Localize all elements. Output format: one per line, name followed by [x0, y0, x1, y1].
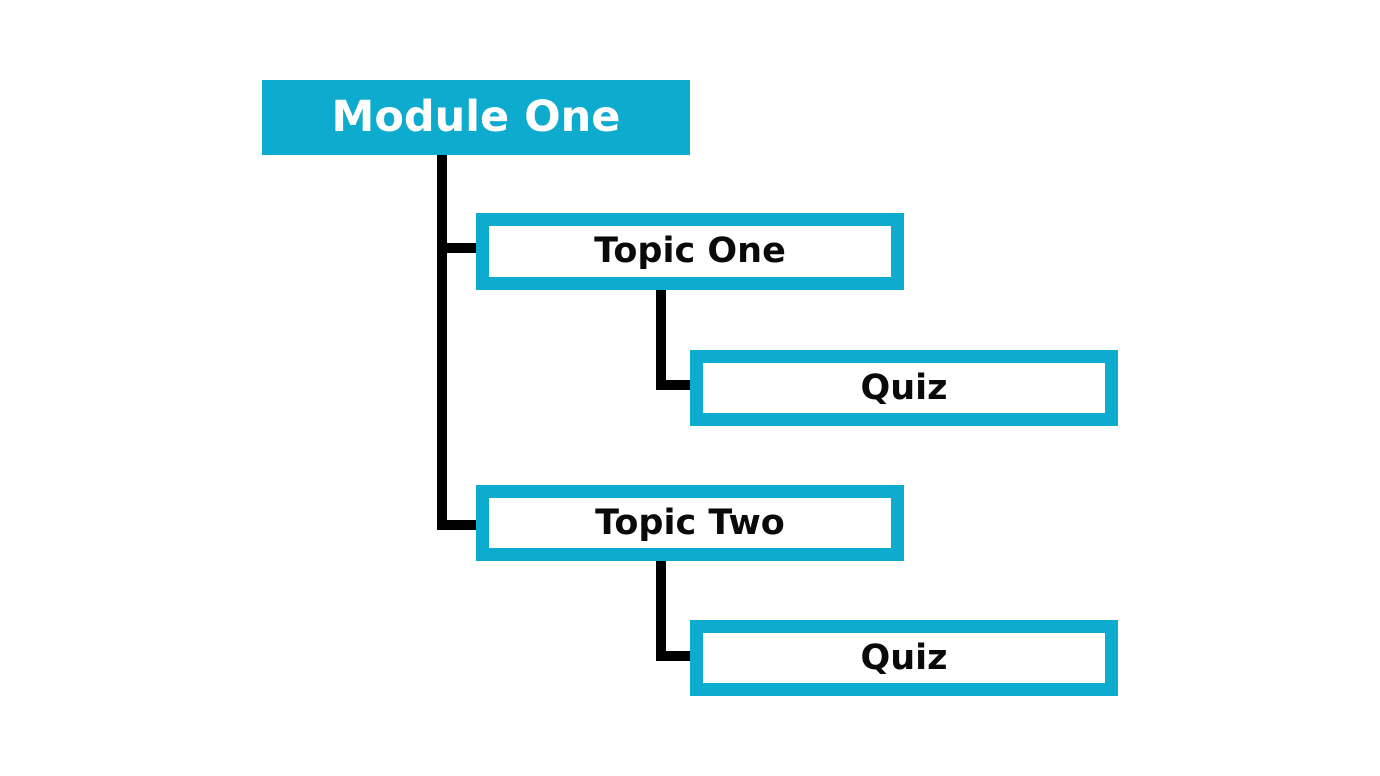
node-module-one-label: Module One [331, 92, 621, 142]
node-topic-two-label: Topic Two [595, 502, 785, 543]
connector-branch-module-one-to-topic-one [437, 243, 482, 253]
connector-trunk-module-one [437, 155, 447, 530]
connector-branch-topic-one-to-quiz-one [656, 380, 698, 390]
connector-trunk-topic-two [656, 560, 666, 661]
node-quiz-one[interactable]: Quiz [690, 350, 1118, 426]
connector-trunk-topic-one [656, 290, 666, 390]
node-module-one[interactable]: Module One [262, 80, 690, 155]
connector-branch-module-one-to-topic-two [437, 520, 482, 530]
node-quiz-two-label: Quiz [860, 637, 948, 678]
node-topic-one[interactable]: Topic One [476, 213, 904, 290]
node-quiz-one-label: Quiz [860, 367, 948, 408]
node-quiz-two[interactable]: Quiz [690, 620, 1118, 696]
connector-branch-topic-two-to-quiz-two [656, 651, 698, 661]
node-topic-one-label: Topic One [594, 231, 786, 271]
node-topic-two[interactable]: Topic Two [476, 485, 904, 561]
